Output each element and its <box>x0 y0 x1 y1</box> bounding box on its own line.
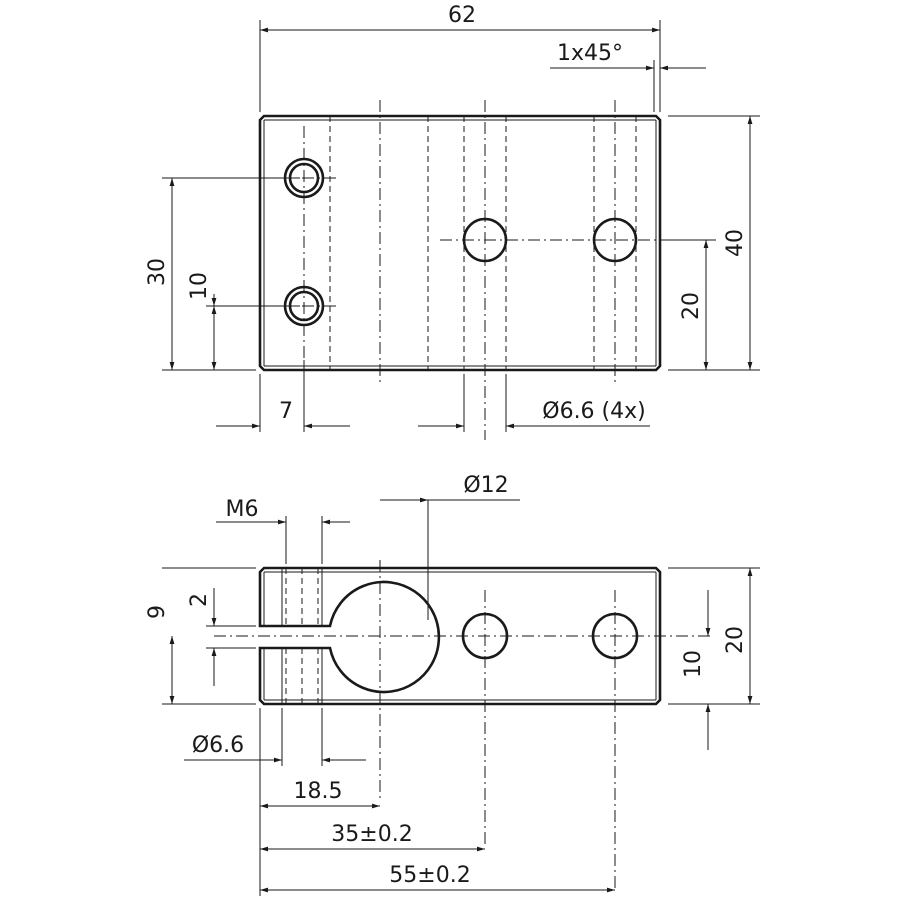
dim-edge-offset: 7 <box>279 399 293 424</box>
dim-front-hole-dia: Ø6.6 <box>192 733 244 758</box>
hole <box>461 612 509 660</box>
dim-chamfer: 1x45° <box>557 41 623 66</box>
dim-width: 62 <box>448 3 476 28</box>
dim-slot-height: 9 <box>145 605 170 619</box>
dim-center-height: 20 <box>679 292 704 320</box>
dim-hole2-pos: 55±0.2 <box>389 863 470 888</box>
front-view: Ø12 M6 2 9 20 10 Ø6.6 <box>145 473 760 896</box>
top-view: 62 1x45° 40 20 30 10 7 <box>145 3 760 440</box>
dim-bore-pos: 18.5 <box>294 779 343 804</box>
dim-height: 40 <box>723 229 748 257</box>
dim-hole-spacing: 30 <box>145 258 170 286</box>
dim-hole-offset: 10 <box>187 272 212 300</box>
dim-front-center-height: 10 <box>681 650 706 678</box>
hole <box>591 612 639 660</box>
dim-hole1-pos: 35±0.2 <box>331 822 412 847</box>
dim-bore-dia: Ø12 <box>463 473 508 498</box>
dim-front-height: 20 <box>723 626 748 654</box>
dim-hole-dia: Ø6.6 (4x) <box>542 399 645 424</box>
hole <box>592 217 638 263</box>
top-view-outline <box>258 114 662 372</box>
dim-thread: M6 <box>226 497 259 522</box>
hole <box>462 217 508 263</box>
front-view-outline <box>258 566 662 706</box>
dim-slot: 2 <box>187 593 212 607</box>
